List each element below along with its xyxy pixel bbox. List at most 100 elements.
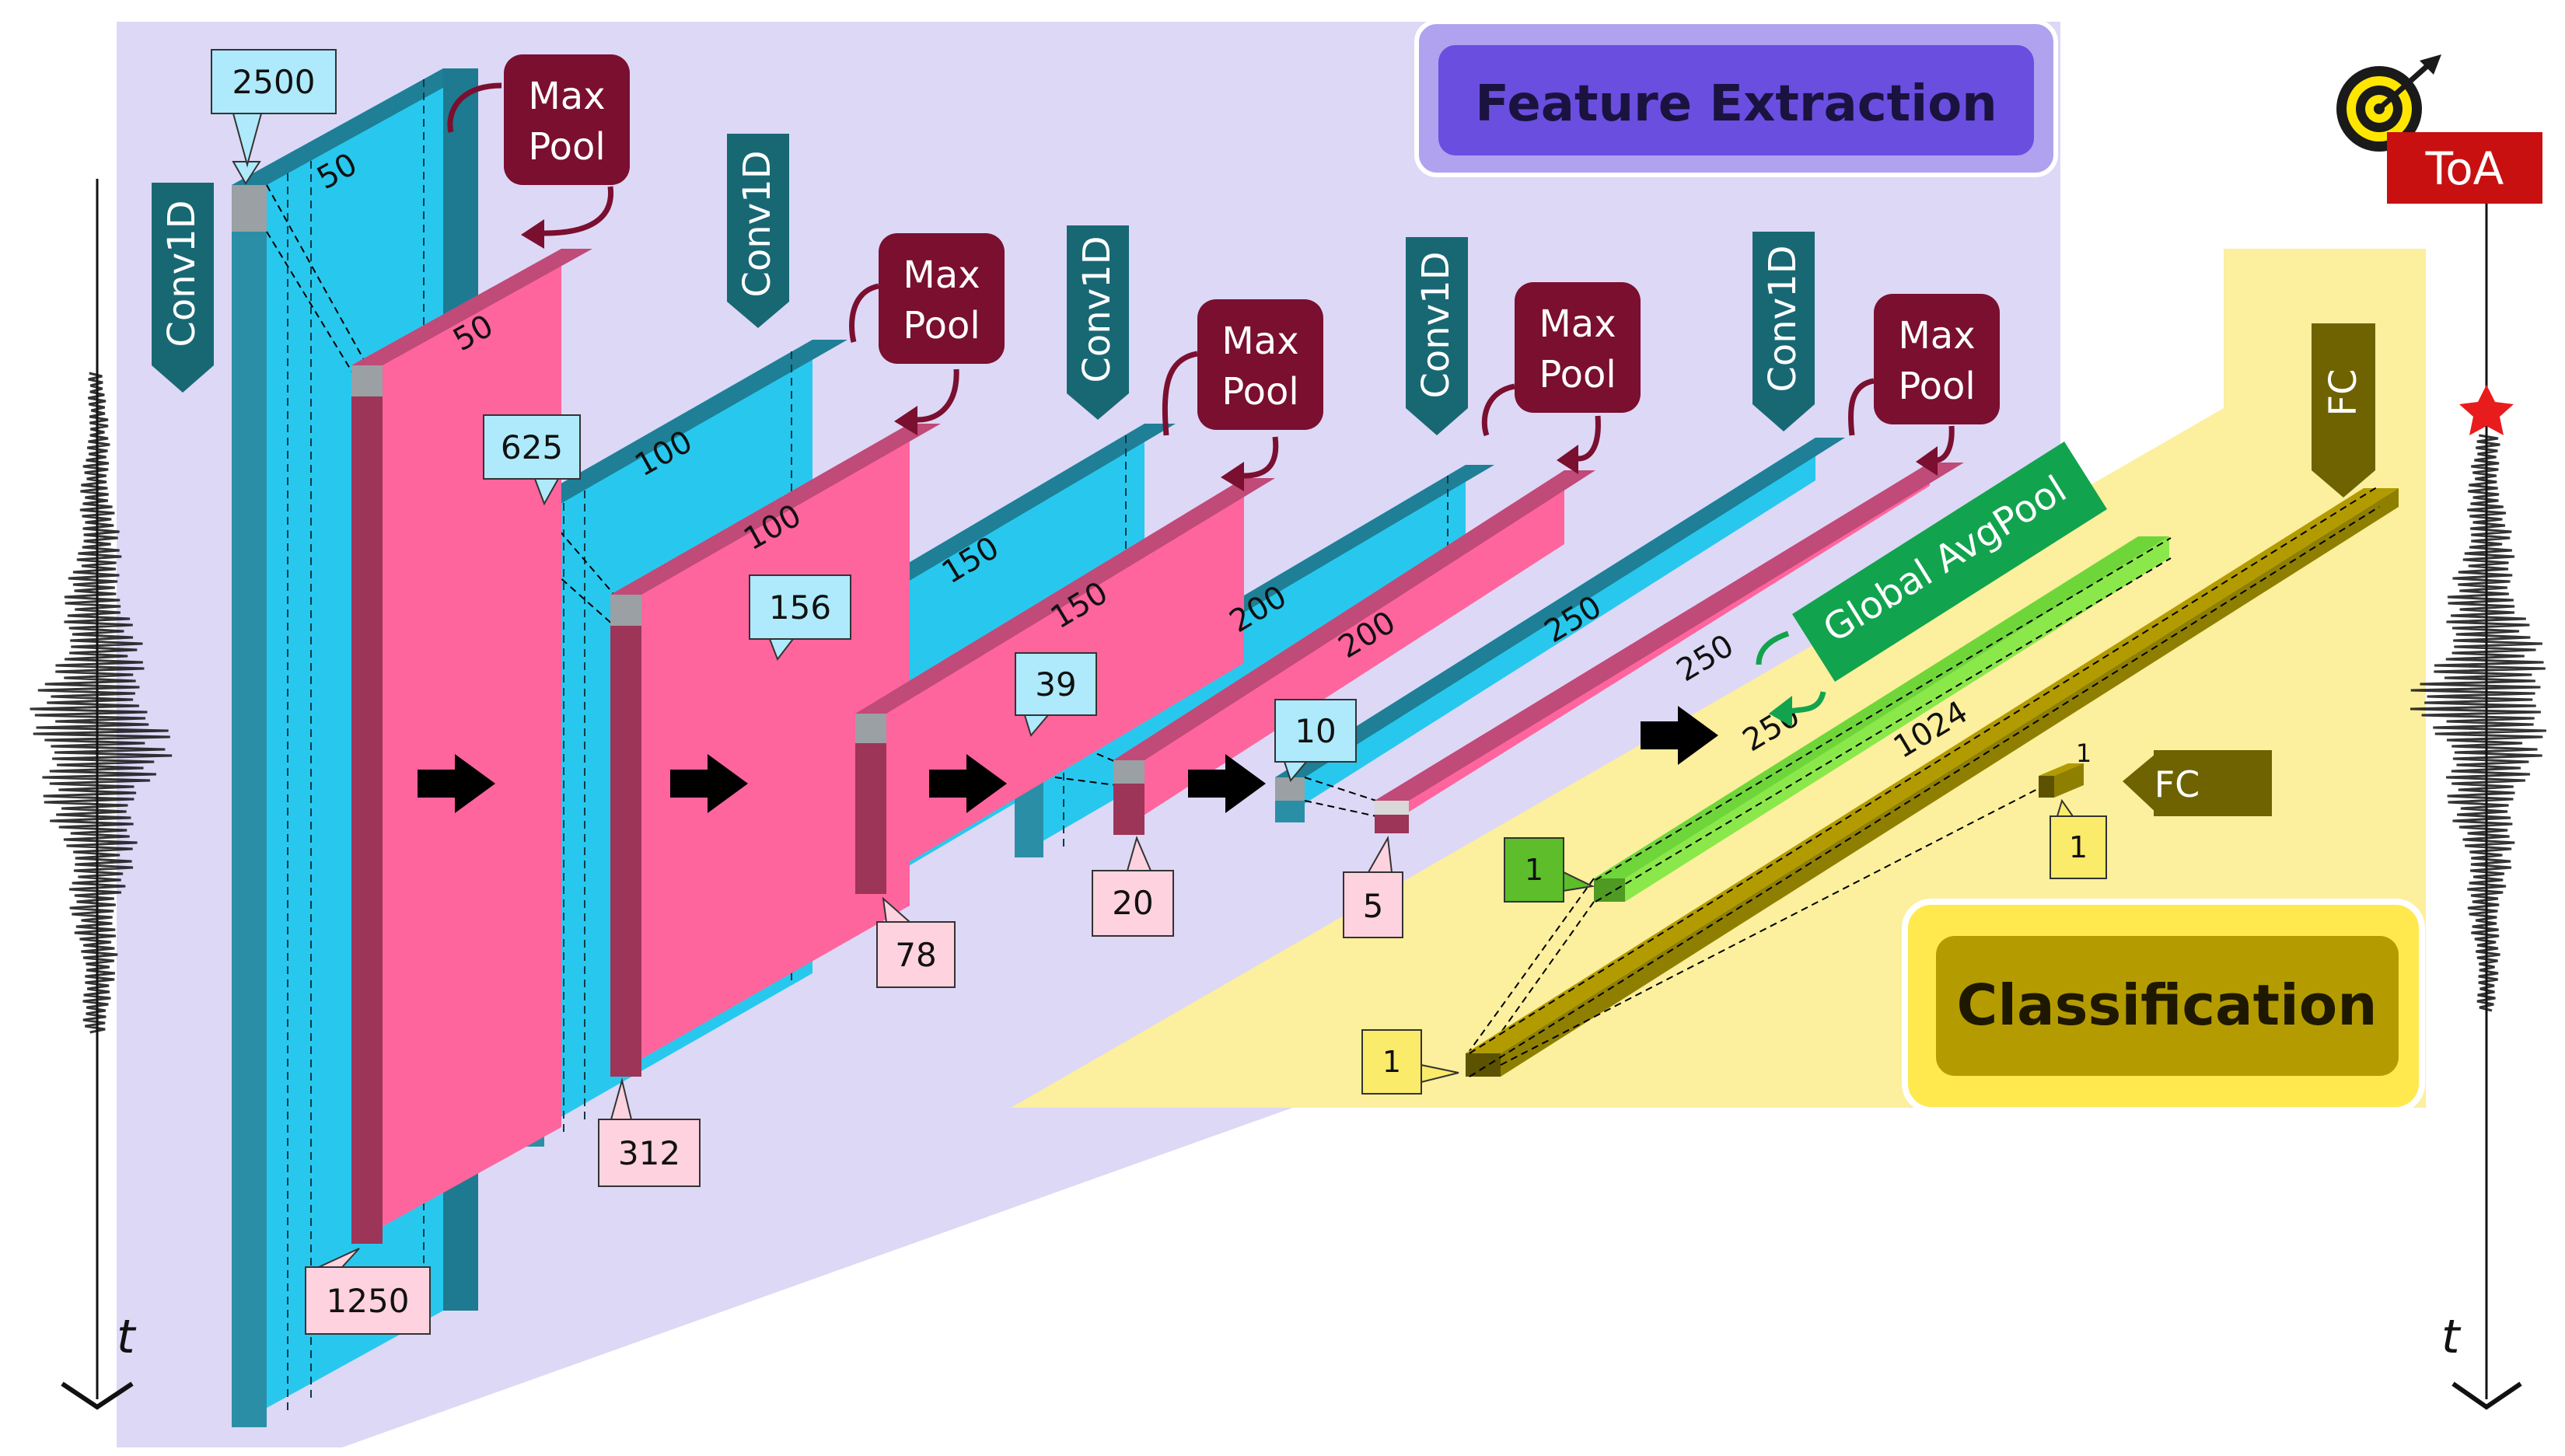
arrival-star-icon: [2459, 385, 2514, 435]
seismic-waveform-left: [30, 372, 173, 1034]
svg-text:1: 1: [1525, 853, 1543, 887]
global-avgpool-height-callout: 1: [1504, 837, 1595, 903]
conv1d-banner: Conv1D: [152, 183, 214, 393]
input-seismogram: t: [30, 179, 173, 1410]
svg-text:Pool: Pool: [1898, 365, 1975, 408]
flow-arrows: [418, 706, 1718, 813]
fc1-block: [1466, 485, 2399, 1077]
flow-arrow-icon: [1641, 706, 1718, 765]
classification-badge: Classification: [1902, 899, 2425, 1113]
pool-block-4: [1113, 470, 1595, 835]
svg-text:1250: 1250: [327, 1282, 410, 1320]
pool-block-1: [351, 249, 592, 1244]
svg-text:FC: FC: [2154, 763, 2200, 805]
global-avgpool-block: [1469, 536, 2172, 1077]
svg-text:10: 10: [1295, 712, 1336, 750]
svg-text:Max: Max: [1898, 314, 1975, 358]
target-icon: [2336, 54, 2441, 152]
fc1-height-callout: 1: [1361, 1029, 1459, 1095]
fc-horizontal-label: FC: [2123, 750, 2272, 816]
chevron-down-icon: [61, 1381, 134, 1410]
svg-text:312: 312: [618, 1134, 680, 1172]
svg-text:78: 78: [895, 936, 936, 974]
svg-text:1: 1: [2069, 830, 2088, 864]
output-seismogram: t: [2409, 179, 2546, 1410]
svg-text:Conv1D: Conv1D: [1761, 245, 1805, 392]
flow-arrow-icon: [929, 754, 1007, 813]
conv5-size-callout: 10: [1274, 699, 1357, 783]
arrowhead-icon: [1916, 446, 1938, 476]
svg-text:Max: Max: [1539, 302, 1616, 346]
conv-size-callouts: 2500 625 156 39 10: [211, 49, 1357, 783]
arrowhead-icon: [894, 406, 917, 435]
conv1d-banner: Conv1D: [1067, 225, 1129, 420]
arrowhead-icon: [1221, 462, 1244, 491]
maxpool-label: Max Pool: [1162, 299, 1323, 491]
flow-arrow-icon: [418, 754, 495, 813]
classification-callouts: 1 1 1: [1361, 798, 2107, 1095]
pool4-size-callout: 20: [1092, 836, 1174, 937]
conv1d-banner: Conv1D: [727, 134, 789, 328]
fc2-block: [2039, 763, 2084, 798]
chevron-down-icon: [2451, 1381, 2522, 1410]
svg-text:156: 156: [769, 588, 831, 627]
svg-text:Pool: Pool: [528, 125, 605, 169]
pool2-size-callout: 312: [598, 1077, 701, 1187]
svg-text:Pool: Pool: [903, 304, 980, 347]
svg-text:Conv1D: Conv1D: [160, 200, 204, 347]
svg-text:1: 1: [1382, 1045, 1401, 1079]
svg-text:5: 5: [1363, 887, 1384, 925]
svg-text:625: 625: [501, 428, 563, 466]
flow-arrow-icon: [670, 754, 748, 813]
fc2-height-callout: 1: [2050, 798, 2107, 879]
feature-extraction-title: Feature Extraction: [1475, 75, 1997, 133]
pool1-size-callout: 1250: [305, 1248, 431, 1335]
pool-block-5: [1375, 463, 1964, 833]
svg-text:39: 39: [1035, 665, 1076, 704]
svg-text:ToA: ToA: [2425, 142, 2504, 195]
fc2-size-label: 1: [2076, 738, 2091, 768]
svg-text:Pool: Pool: [1539, 353, 1616, 396]
arrowhead-icon: [521, 219, 544, 249]
time-axis-label: t: [2441, 1310, 2462, 1364]
toa-label: ToA: [2336, 54, 2542, 204]
waveform-trace: [30, 372, 173, 1034]
svg-text:20: 20: [1112, 884, 1153, 922]
svg-text:FC: FC: [2322, 368, 2365, 416]
pool-size-callouts: 1250 312 78 20 5: [305, 835, 1403, 1335]
svg-text:2500: 2500: [232, 63, 316, 101]
waveform-trace: [2409, 434, 2546, 1012]
pool3-size-callout: 78: [876, 896, 956, 988]
flow-arrow-icon: [1188, 754, 1266, 813]
conv2-size-callout: 625: [483, 414, 581, 506]
classification-title: Classification: [1957, 972, 2378, 1038]
arrowhead-icon: [1769, 696, 1792, 727]
conv1d-banner: Conv1D: [1753, 232, 1815, 431]
maxpool-label: Max Pool: [849, 233, 1005, 435]
conv-block-5: [1275, 438, 1845, 822]
svg-text:Max: Max: [1221, 319, 1298, 363]
arrowhead-icon: [1557, 445, 1578, 474]
maxpool-label: Max Pool: [1481, 282, 1641, 474]
conv1d-banner: Conv1D: [1406, 237, 1468, 435]
seismic-waveform-right: [2409, 434, 2546, 1012]
time-axis-label: t: [117, 1310, 137, 1364]
maxpool-label: Max Pool: [1847, 294, 2000, 476]
svg-text:Max: Max: [903, 253, 980, 297]
svg-text:Pool: Pool: [1221, 370, 1298, 414]
conv1-size-callout: 2500: [211, 49, 337, 185]
maxpool-label: Max Pool: [447, 54, 630, 249]
svg-text:Conv1D: Conv1D: [736, 150, 779, 297]
svg-text:Max: Max: [528, 75, 605, 118]
svg-text:Conv1D: Conv1D: [1414, 251, 1458, 398]
pool5-size-callout: 5: [1343, 835, 1403, 938]
svg-text:Conv1D: Conv1D: [1075, 236, 1119, 382]
maxpool-labels: Max Pool Max Pool Max Pool Max Pool: [447, 54, 2000, 491]
feature-extraction-badge: Feature Extraction: [1414, 19, 2058, 177]
conv4-size-callout: 39: [1015, 652, 1097, 738]
conv3-size-callout: 156: [749, 574, 851, 662]
fc-vertical-label: FC: [2312, 323, 2375, 498]
conv1d-labels: Conv1D Conv1D Conv1D Conv1D Conv1D: [152, 134, 1815, 435]
classification-background: [1011, 249, 2426, 1108]
